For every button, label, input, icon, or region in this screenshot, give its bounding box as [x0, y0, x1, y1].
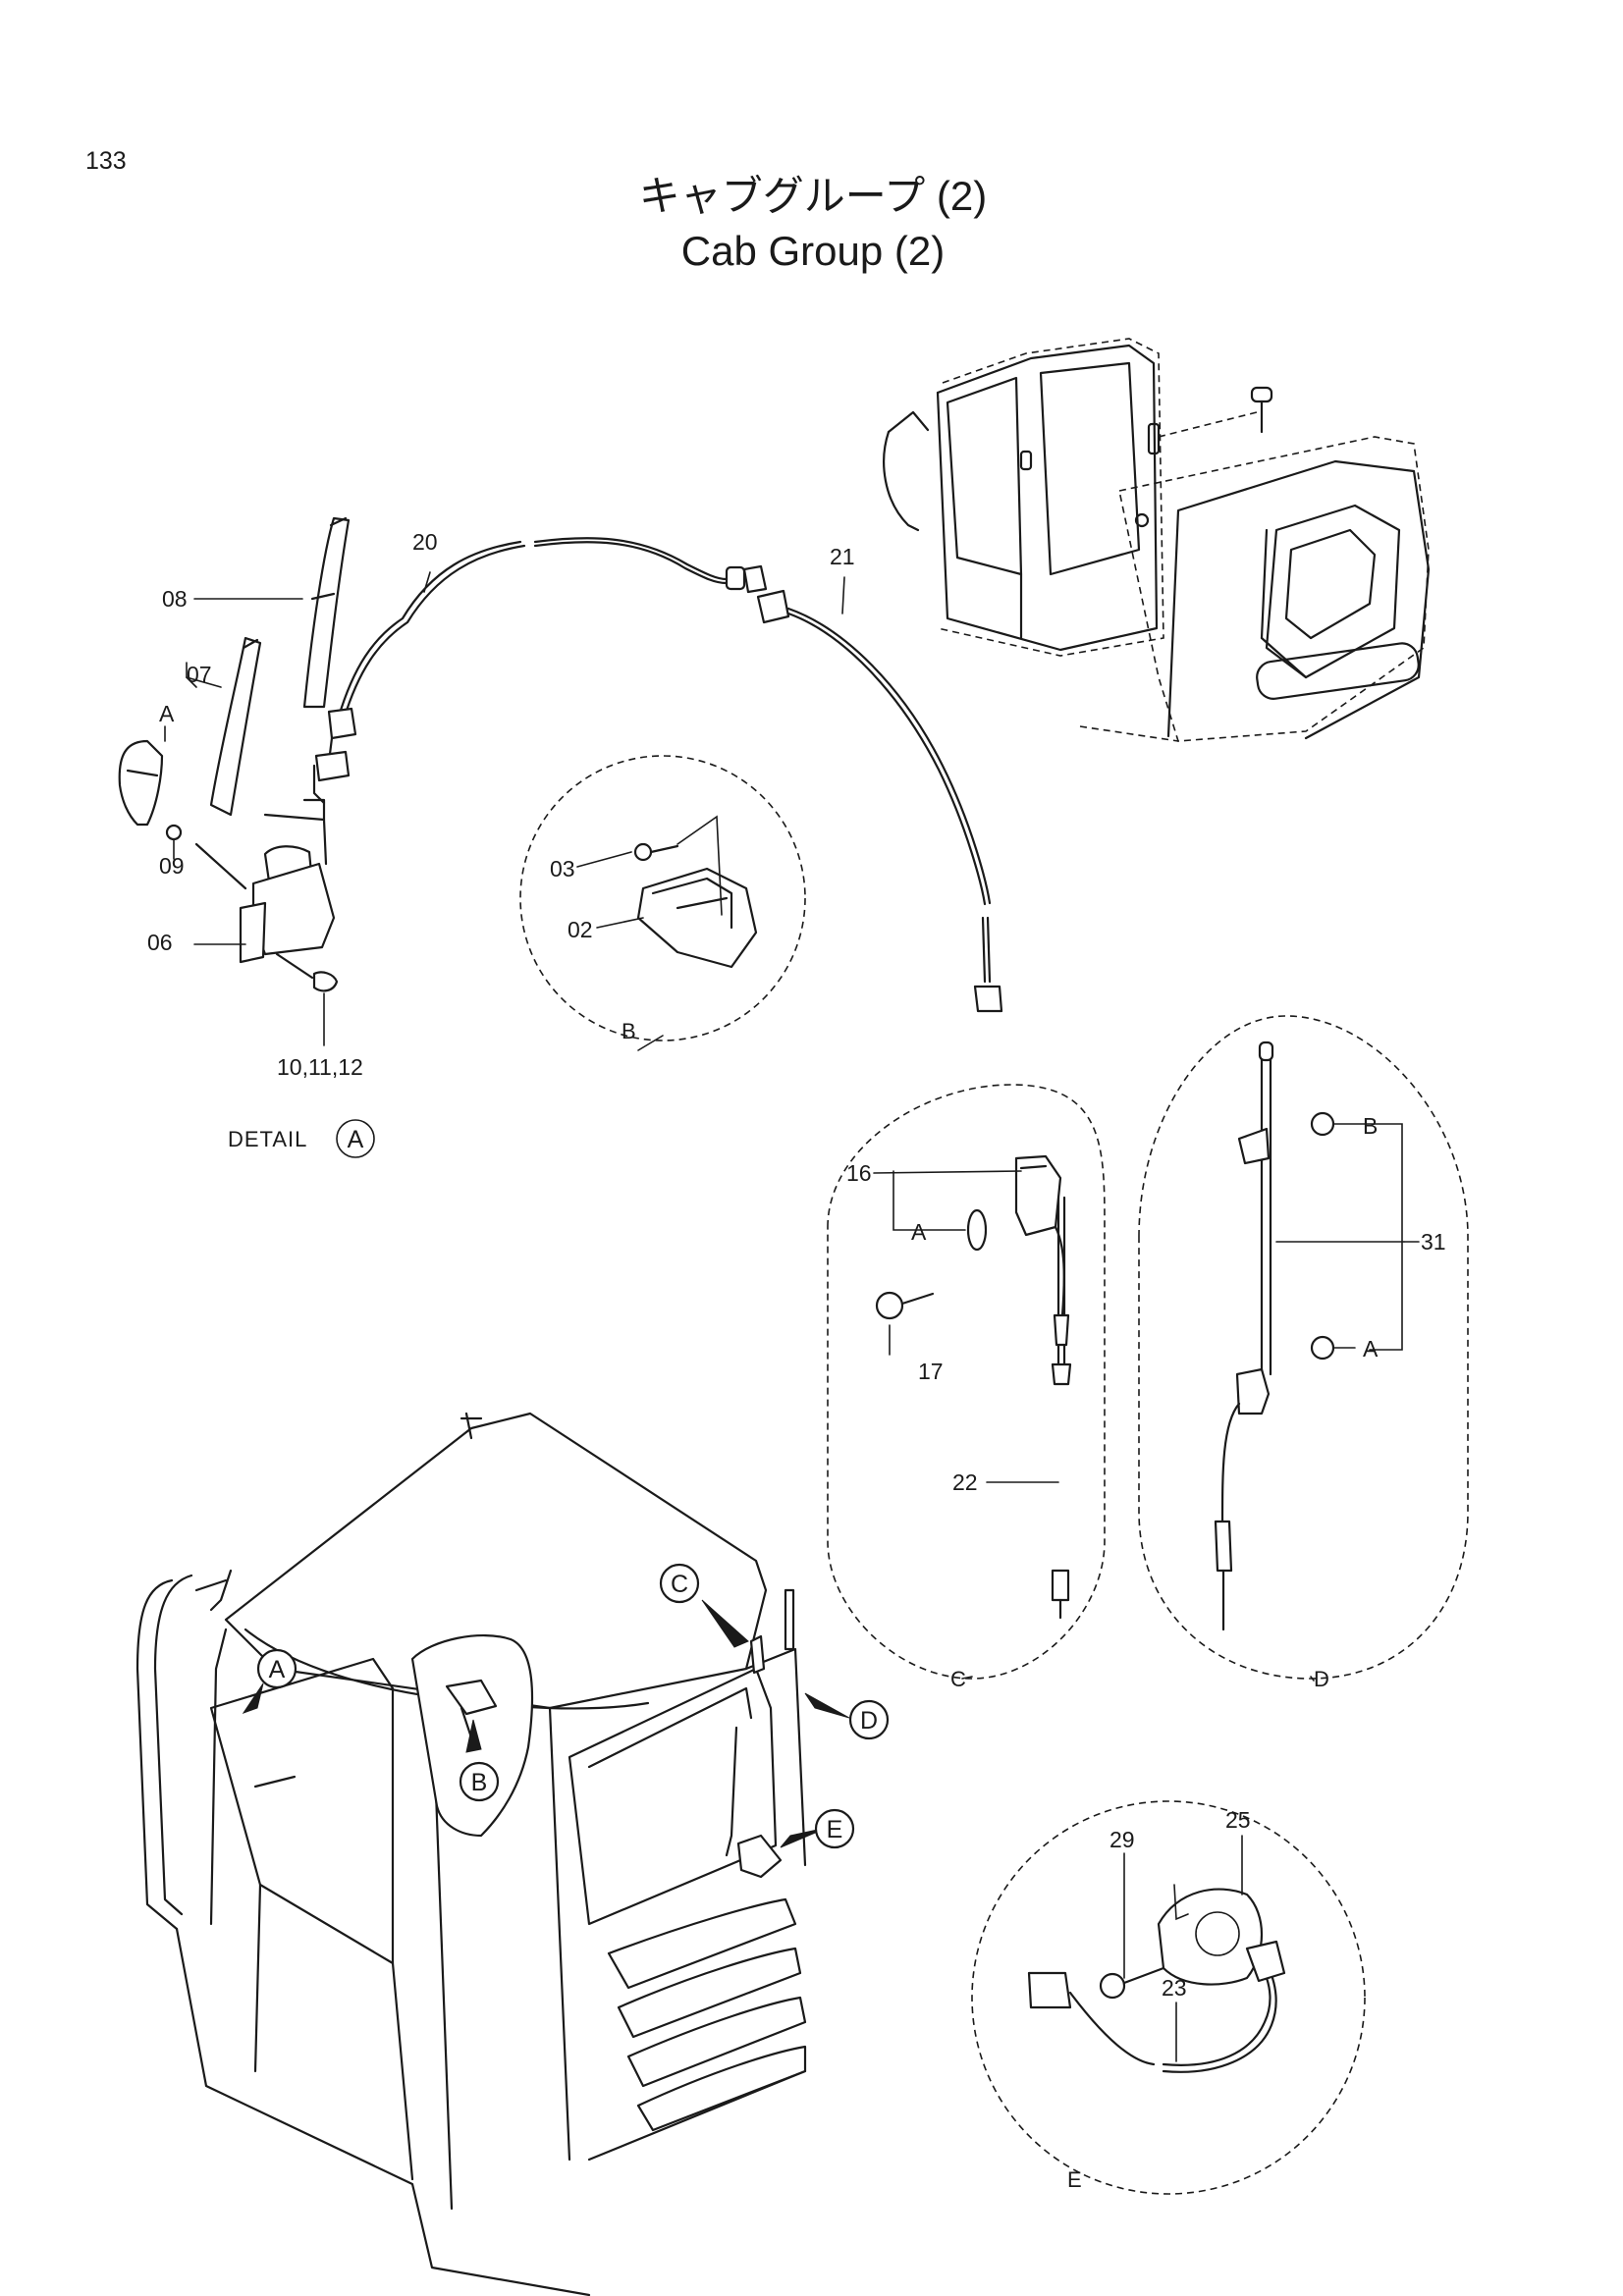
- label-part-29: 29: [1109, 1827, 1135, 1852]
- detail-caption-prefix: DETAIL: [228, 1127, 307, 1151]
- part-number-labels: 08 07 A 09 06 10,11,12 20 21 03 02 B 16 …: [147, 529, 1446, 2192]
- label-detail-c: C: [950, 1667, 967, 1691]
- label-part-20: 20: [412, 529, 438, 555]
- label-part-06: 06: [147, 930, 173, 955]
- page-title-japanese: キャブグループ (2): [639, 173, 987, 219]
- wire-harness-cable-21: [756, 589, 1003, 1013]
- label-detail-c-ref-a: A: [911, 1219, 927, 1245]
- callout-d: D: [860, 1707, 878, 1735]
- page-number: 133: [85, 147, 127, 175]
- callout-pointers: [242, 1599, 850, 1848]
- label-part-21: 21: [830, 544, 855, 569]
- label-detail-d-ref-a: A: [1363, 1336, 1379, 1362]
- label-part-16: 16: [846, 1160, 872, 1186]
- label-detail-e: E: [1067, 2167, 1083, 2192]
- label-part-22: 22: [952, 1469, 978, 1495]
- callout-c: C: [671, 1571, 688, 1598]
- detail-e-illustration: [971, 1800, 1366, 2195]
- label-part-23: 23: [1162, 1975, 1187, 2001]
- label-detail-d: D: [1314, 1667, 1330, 1691]
- label-part-17: 17: [918, 1359, 944, 1384]
- wire-harness-cable-20: [314, 537, 768, 782]
- label-part-07: 07: [187, 662, 212, 687]
- label-part-25: 25: [1225, 1807, 1251, 1833]
- label-part-09: 09: [159, 853, 185, 879]
- label-part-03: 03: [550, 856, 575, 881]
- excavator-overview-illustration: [883, 338, 1431, 742]
- cab-callout-circles: A B C D E: [256, 1563, 890, 1849]
- detail-c-illustration: [827, 1084, 1106, 1680]
- callout-a: A: [269, 1656, 286, 1683]
- page-title-english: Cab Group (2): [681, 228, 945, 274]
- label-part-10-11-12: 10,11,12: [277, 1054, 363, 1080]
- detail-a-illustration: [118, 516, 351, 992]
- detail-a-caption: DETAIL A: [228, 1119, 375, 1158]
- leader-lines: [164, 571, 1420, 2062]
- callout-b: B: [471, 1769, 488, 1796]
- label-part-08: 08: [162, 586, 188, 612]
- label-detail-d-ref-b: B: [1363, 1113, 1378, 1139]
- callout-e: E: [827, 1816, 843, 1843]
- label-detail-b: B: [622, 1019, 637, 1043]
- detail-caption-ref: A: [348, 1126, 364, 1153]
- label-part-02: 02: [568, 917, 593, 942]
- detail-d-illustration: [1138, 1015, 1469, 1680]
- detail-b-illustration: [519, 755, 806, 1041]
- label-detail-a-ref: A: [159, 701, 175, 726]
- cab-illustration: [135, 1412, 807, 2296]
- label-part-31: 31: [1421, 1229, 1446, 1255]
